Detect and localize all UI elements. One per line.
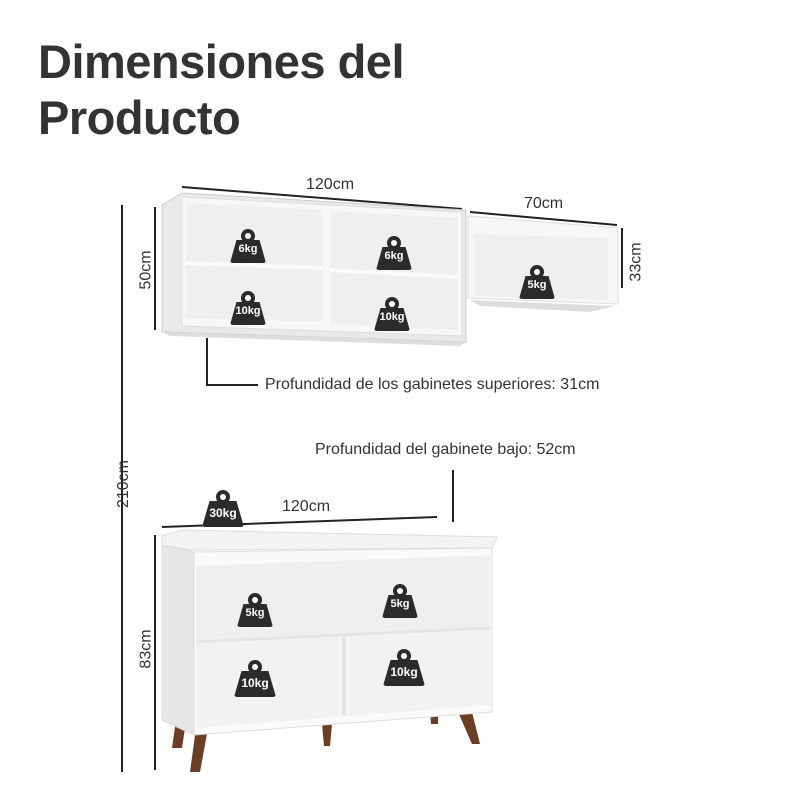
- weight-icon: 6kg: [230, 229, 266, 263]
- lower-height-label: 83cm: [137, 629, 155, 669]
- upper-depth-bracket: [206, 338, 258, 386]
- title-line-2: Producto: [38, 91, 241, 144]
- weight-body: [374, 308, 410, 331]
- weight-label: 10kg: [235, 305, 261, 317]
- upper-large-cabinet: [161, 192, 467, 346]
- upper-height-label: 50cm: [137, 250, 155, 290]
- weight-label: 10kg: [379, 311, 405, 323]
- upper-width-line: [181, 186, 463, 210]
- weight-body: [230, 302, 266, 325]
- weight-ring: [241, 229, 255, 243]
- leg: [322, 724, 332, 746]
- lower-width-label: 120cm: [282, 498, 331, 515]
- weight-ring: [248, 593, 262, 607]
- weight-ring: [387, 236, 401, 250]
- weight-ring: [530, 265, 544, 279]
- weight-icon: 10kg: [234, 660, 276, 698]
- weight-label: 5kg: [245, 607, 265, 619]
- leg: [190, 728, 208, 772]
- weight-body: [237, 604, 273, 627]
- weight-icon: 10kg: [230, 291, 266, 325]
- weight-body: [230, 240, 266, 263]
- title-line-1: Dimensiones del: [38, 35, 405, 88]
- weight-body: [234, 671, 276, 697]
- lower-depth-label: Profundidad del gabinete bajo: 52cm: [315, 441, 576, 458]
- weight-label: 30kg: [209, 506, 237, 520]
- weight-ring: [385, 297, 399, 311]
- weight-ring: [248, 660, 262, 674]
- weight-body: [202, 501, 244, 527]
- weight-icon: 10kg: [374, 297, 410, 331]
- weight-body: [383, 660, 425, 686]
- leg: [458, 712, 480, 744]
- total-height-label: 210cm: [115, 459, 133, 509]
- weight-icon: 5kg: [237, 593, 273, 627]
- weight-icon: 10kg: [383, 649, 425, 687]
- weight-ring: [393, 584, 407, 598]
- lower-cabinet: [161, 529, 498, 772]
- upper-depth-label: Profundidad de los gabinetes superiores:…: [265, 376, 600, 393]
- page-title: Dimensiones del Producto: [38, 34, 405, 146]
- weight-label: 5kg: [390, 598, 410, 610]
- small-height-label: 33cm: [627, 242, 645, 282]
- small-width-label: 70cm: [524, 195, 564, 212]
- upper-width-label: 120cm: [306, 176, 355, 193]
- weight-label: 10kg: [241, 676, 269, 690]
- weight-body: [376, 247, 412, 270]
- weight-icon: 5kg: [519, 265, 555, 299]
- weight-ring: [397, 649, 411, 663]
- weight-ring: [216, 490, 230, 504]
- weight-icon: 5kg: [382, 584, 418, 618]
- weight-body: [519, 276, 555, 299]
- weight-ring: [241, 291, 255, 305]
- weight-label: 10kg: [390, 665, 418, 679]
- weight-label: 6kg: [238, 243, 258, 255]
- weight-label: 5kg: [527, 279, 547, 291]
- weight-icon: 30kg: [202, 490, 244, 528]
- weight-body: [382, 595, 418, 618]
- weight-icon: 6kg: [376, 236, 412, 270]
- weight-label: 6kg: [384, 250, 404, 262]
- small-width-line: [469, 211, 618, 226]
